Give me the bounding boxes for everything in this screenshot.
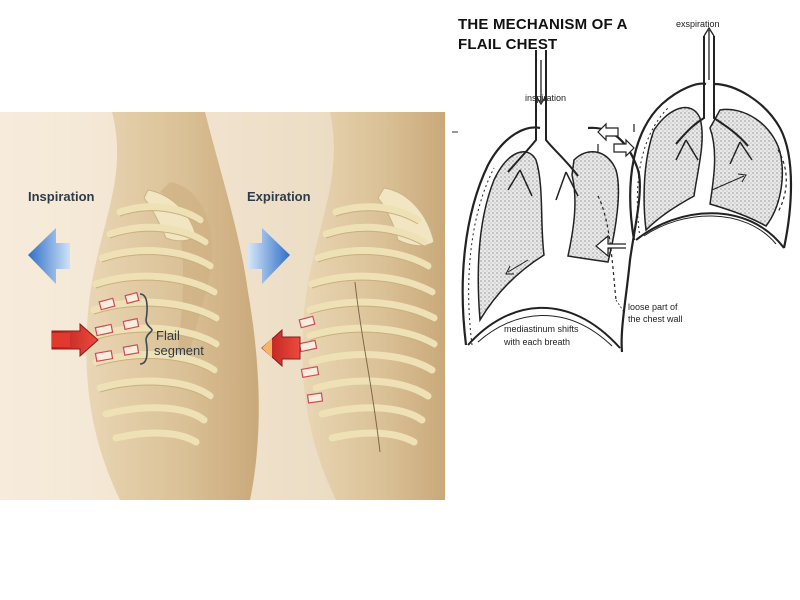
expiration-label: Expiration (247, 189, 311, 204)
loose-wall-label-line1: loose part of (628, 302, 678, 312)
inspiration-schematic-label: inspiration (525, 93, 567, 103)
diagram-title-line1: THE MECHANISM OF A (458, 16, 628, 33)
mediastinum-label-line2: with each breath (504, 337, 571, 347)
chest-wall-outward-arrow (261, 328, 301, 368)
flail-label-line1: Flail (156, 328, 180, 343)
cycle-arrows (597, 122, 635, 158)
inspiration-schematic (461, 50, 641, 353)
flail-segment-brace (139, 293, 153, 365)
expiration-schematic (629, 26, 793, 249)
expiration-airflow-arrow (248, 228, 290, 284)
diagram-title-line2: FLAIL CHEST (458, 36, 558, 53)
flail-fragments-expiration (298, 315, 324, 404)
flail-fragments-inspiration (94, 291, 140, 363)
flail-chest-illustration (0, 112, 445, 500)
inspiration-label: Inspiration (28, 189, 95, 204)
loose-wall-label-line2: the chest wall (628, 314, 683, 324)
chest-wall-inward-arrow (51, 322, 99, 358)
inspiration-airflow-arrow (28, 228, 70, 284)
exspiration-label: exspiration (676, 19, 720, 29)
torso-inspiration (86, 112, 259, 500)
mediastinum-label-line1: mediastinum shifts (504, 324, 579, 334)
ribs-right (306, 203, 438, 446)
flail-chest-mechanism-diagram (452, 26, 793, 353)
torso-expiration (298, 112, 445, 500)
flail-label-line2: segment (154, 343, 204, 358)
